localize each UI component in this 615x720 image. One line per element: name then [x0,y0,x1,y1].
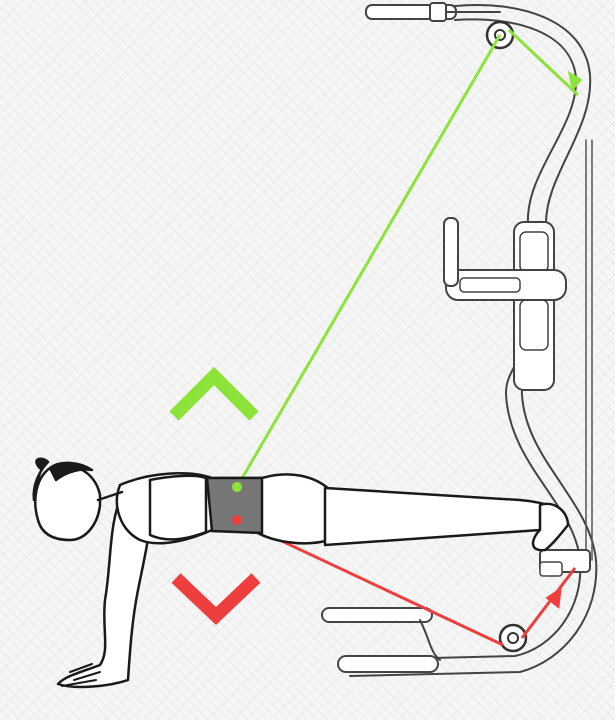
foot-bracket [539,549,591,577]
chevron-down-icon [171,573,261,625]
bottom-handle [321,607,441,673]
waist-belt [205,476,264,535]
legs [323,486,562,547]
carriage [443,217,567,391]
head [34,464,102,542]
person-plank [32,457,570,689]
top-handle [365,2,501,22]
arm [56,486,154,689]
chevron-up-icon [169,366,259,421]
up-cable [235,28,583,488]
bottom-pulley [498,623,528,653]
guide-rail [585,139,593,561]
machine-frame [321,2,598,677]
